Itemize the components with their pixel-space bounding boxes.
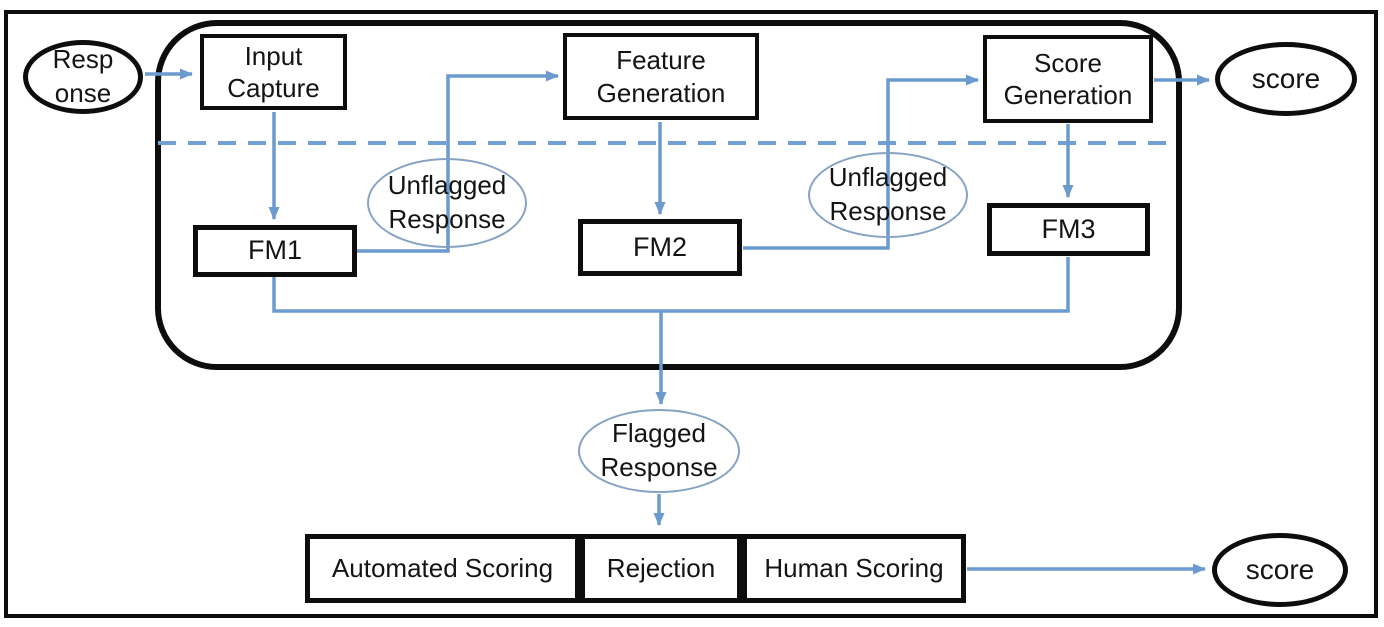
score-generation-node: Score Generation [983, 35, 1153, 123]
response-label-line1: Resp [52, 44, 114, 75]
score-bottom-label: score [1245, 553, 1315, 585]
rejection-node: Rejection [580, 534, 742, 603]
unflagged-response-2-line2: Response [829, 196, 947, 226]
automated-scoring-label: Automated Scoring [331, 553, 554, 584]
score-generation-label-line2: Generation [1003, 80, 1133, 110]
rejection-label: Rejection [606, 553, 716, 584]
response-node: Resp onse [23, 40, 143, 114]
human-scoring-node: Human Scoring [742, 534, 966, 603]
fm1-node: FM1 [193, 225, 357, 277]
feature-generation-node: Feature Generation [563, 33, 759, 120]
unflagged-response-1-line2: Response [388, 204, 506, 234]
pipeline-container [155, 20, 1182, 370]
flagged-response-line2: Response [600, 452, 718, 482]
fm3-label: FM3 [1041, 213, 1096, 244]
input-capture-label-line1: Input [244, 40, 303, 71]
fm2-label: FM2 [633, 231, 687, 262]
input-capture-label-line2: Capture [227, 73, 320, 103]
fm2-node: FM2 [578, 219, 742, 276]
automated-scoring-node: Automated Scoring [305, 534, 580, 603]
fm3-node: FM3 [987, 203, 1150, 256]
score-bottom-node: score [1212, 533, 1348, 607]
flagged-response-node: Flagged Response [578, 409, 740, 493]
score-top-node: score [1215, 42, 1357, 116]
unflagged-response-2-node: Unflagged Response [808, 152, 968, 238]
human-scoring-label: Human Scoring [764, 553, 944, 584]
flagged-response-line1: Flagged [612, 418, 706, 449]
fm1-label: FM1 [248, 235, 302, 266]
outer-frame [4, 10, 1378, 618]
feature-generation-label-line2: Generation [596, 77, 726, 108]
unflagged-response-1-node: Unflagged Response [367, 158, 527, 248]
connector-fm-merge-line [272, 257, 1070, 313]
score-top-label: score [1251, 62, 1321, 94]
unflagged-response-1-line1: Unflagged [387, 170, 507, 201]
input-capture-node: Input Capture [200, 34, 347, 110]
score-generation-label-line1: Score [1034, 47, 1102, 78]
feature-generation-label-line1: Feature [616, 45, 706, 75]
unflagged-response-2-line1: Unflagged [828, 162, 948, 193]
response-label-line2: onse [54, 78, 112, 108]
